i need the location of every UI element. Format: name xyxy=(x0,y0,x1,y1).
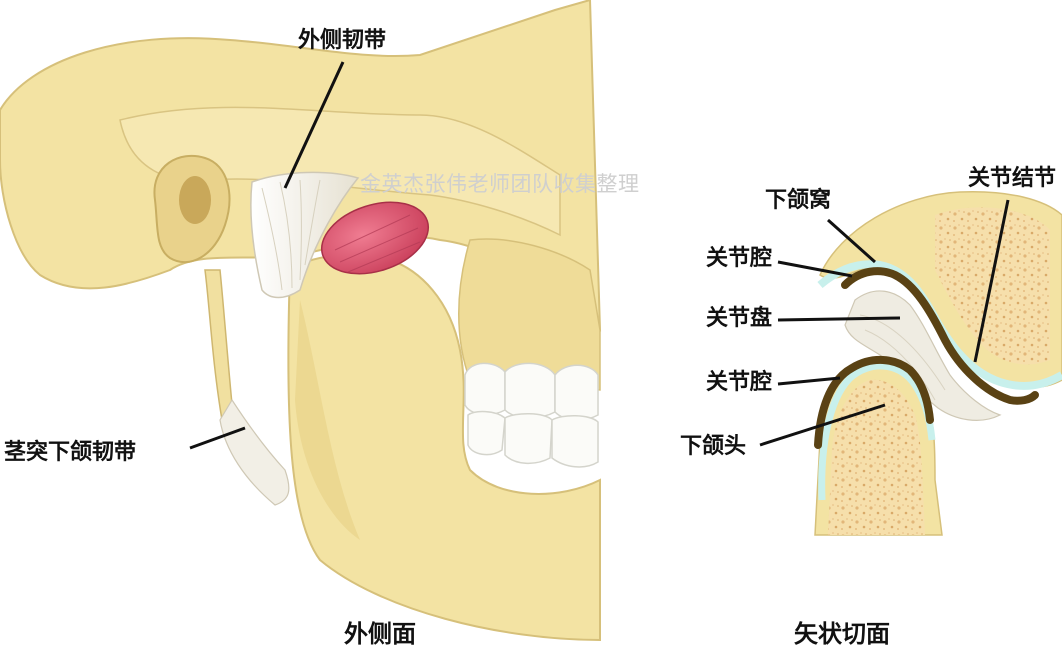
caption-sagittal-section: 矢状切面 xyxy=(794,622,890,646)
caption-lateral-view: 外侧面 xyxy=(344,622,416,646)
watermark-text: 金英杰张伟老师团队收集整理 xyxy=(360,174,640,195)
leader-articular-disc xyxy=(778,318,900,320)
label-articular-disc: 关节盘 xyxy=(706,308,772,330)
label-lateral-ligament: 外侧韧带 xyxy=(298,30,386,52)
label-upper-joint-cavity: 关节腔 xyxy=(706,248,772,270)
label-articular-eminence: 关节结节 xyxy=(968,168,1056,190)
label-stylomandibular-ligament: 茎突下颌韧带 xyxy=(4,442,136,464)
lateral-view-illustration xyxy=(0,0,600,640)
label-mandibular-fossa: 下颌窝 xyxy=(765,190,831,212)
ear-canal-opening xyxy=(179,176,211,224)
styloid-process xyxy=(205,270,234,425)
teeth xyxy=(465,363,598,467)
stylomandibular-ligament xyxy=(220,400,289,505)
sagittal-view-illustration xyxy=(760,192,1062,535)
label-condyle: 下颌头 xyxy=(680,436,746,458)
label-lower-joint-cavity: 关节腔 xyxy=(706,372,772,394)
